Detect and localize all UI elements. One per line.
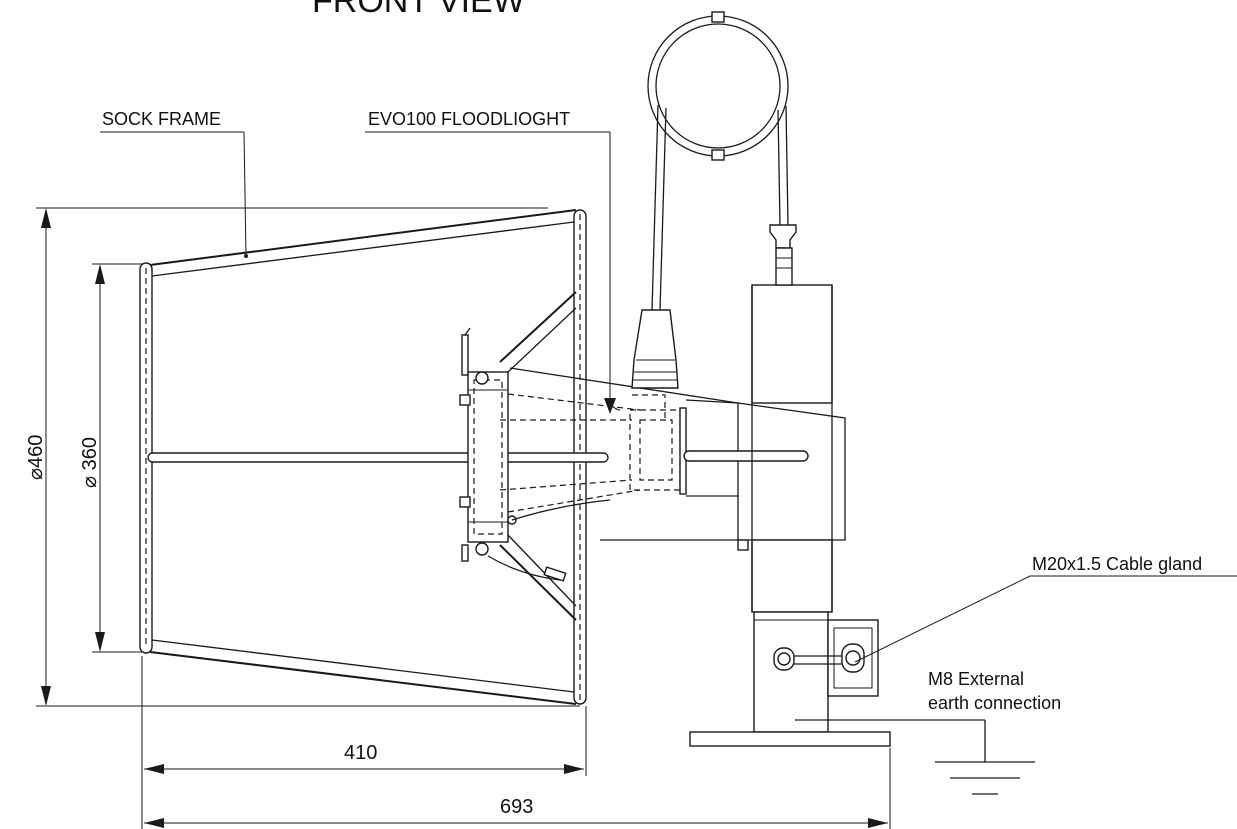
floodlight-hidden-lines [499,393,687,513]
cable-gland-label: M20x1.5 Cable gland [1032,554,1202,574]
cable-gland-callout: M20x1.5 Cable gland [854,554,1237,663]
mounting-plate [459,327,611,582]
dim-overall-length-text: 693 [500,796,533,818]
dim-inner-diameter: ⌀ 360 [79,263,142,653]
dim-outer-diameter: ⌀460 [25,207,580,707]
view-title: FRONT VIEW [312,0,525,20]
floodlight-label: EVO100 FLOODLIOGHT [368,109,570,129]
dim-frame-length: 410 [141,656,587,829]
earth-label-line2: earth connection [928,693,1061,713]
earth-callout: M8 External earth connection [928,669,1061,713]
sock-frame-label: SOCK FRAME [102,109,221,129]
dim-outer-diameter-text: ⌀460 [25,435,47,480]
sock-frame-callout: SOCK FRAME [100,109,247,257]
sock-frame [139,209,609,705]
cable-loop [631,11,797,389]
dim-overall-length: 693 [144,748,891,829]
floodlight-housing [509,284,891,747]
dim-frame-length-text: 410 [344,742,377,764]
dim-inner-diameter-text: ⌀ 360 [79,437,101,488]
earth-symbol [795,696,1035,795]
earth-label-line1: M8 External [928,669,1024,689]
floodlight-callout: EVO100 FLOODLIOGHT [365,109,616,414]
